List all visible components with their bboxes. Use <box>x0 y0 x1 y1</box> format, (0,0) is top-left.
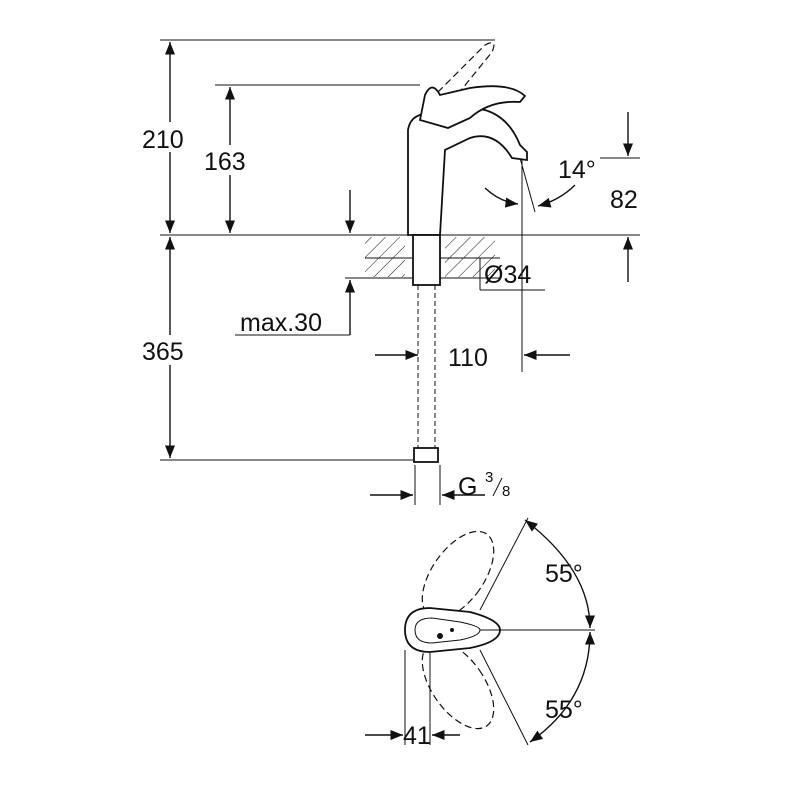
dim-body-width: 41 <box>403 722 431 750</box>
dim-spout-angle: 14° <box>558 156 596 184</box>
dim-max-thickness: max.30 <box>240 309 322 337</box>
dim-total-height: 210 <box>142 126 184 154</box>
dim-projection: 110 <box>448 344 488 372</box>
dimension-lines <box>164 42 634 501</box>
faucet-side-view <box>407 42 528 463</box>
dim-lever-angle-top: 55° <box>545 560 583 588</box>
dim-hole-diameter: Ø34 <box>484 261 531 289</box>
faucet-top-view <box>365 517 596 746</box>
dim-hose-length: 365 <box>142 338 184 366</box>
countertop-section <box>365 237 500 277</box>
dim-lever-angle-bottom: 55° <box>545 696 583 724</box>
dim-spout-drop: 82 <box>610 186 638 214</box>
dim-connection-g: G <box>458 473 477 501</box>
fraction-slash <box>492 477 503 497</box>
dim-connection-num: 3 <box>485 469 493 486</box>
dim-connection-den: 8 <box>502 483 510 500</box>
dim-spout-height: 163 <box>204 148 246 176</box>
